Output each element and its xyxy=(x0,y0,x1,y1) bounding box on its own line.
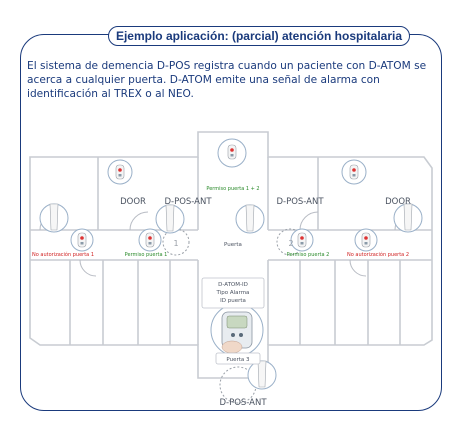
puerta-3-label: Puerta 3 xyxy=(226,357,250,363)
datom-id-label: D-ATOM-ID xyxy=(218,282,248,288)
antenna-label-bottom: D-POS-ANT xyxy=(219,398,267,408)
device-icons xyxy=(49,144,413,388)
building-walls xyxy=(29,131,433,379)
antenna-label-right: D-POS-ANT xyxy=(276,197,324,207)
deny-label-2: No autorización puerta 2 xyxy=(347,251,409,258)
puerta-3-box xyxy=(215,352,261,365)
antenna-label-left: D-POS-ANT xyxy=(164,197,212,207)
door-number-2: 2 xyxy=(288,239,293,248)
deny-label-1: No autorización puerta 1 xyxy=(32,251,94,258)
id-info-box xyxy=(201,277,265,309)
door-number-1: 1 xyxy=(173,239,178,248)
puerta-label: Puerta xyxy=(224,242,242,248)
section-title: Ejemplo aplicación: (parcial) atención h… xyxy=(108,26,410,46)
description-text: El sistema de demencia D-POS registra cu… xyxy=(27,60,427,100)
permit-label-1: Permiso puerta 1 xyxy=(125,252,168,258)
permit-label-1-2: Permiso puerta 1 + 2 xyxy=(206,186,259,192)
permit-label-2: Permiso puerta 2 xyxy=(287,252,330,258)
door-label-right: DOOR xyxy=(385,197,411,207)
door-label-left: DOOR xyxy=(120,197,146,207)
tipo-alarma-label: Tipo Alarma xyxy=(216,290,250,296)
id-puerta-label: ID puerta xyxy=(220,298,246,304)
